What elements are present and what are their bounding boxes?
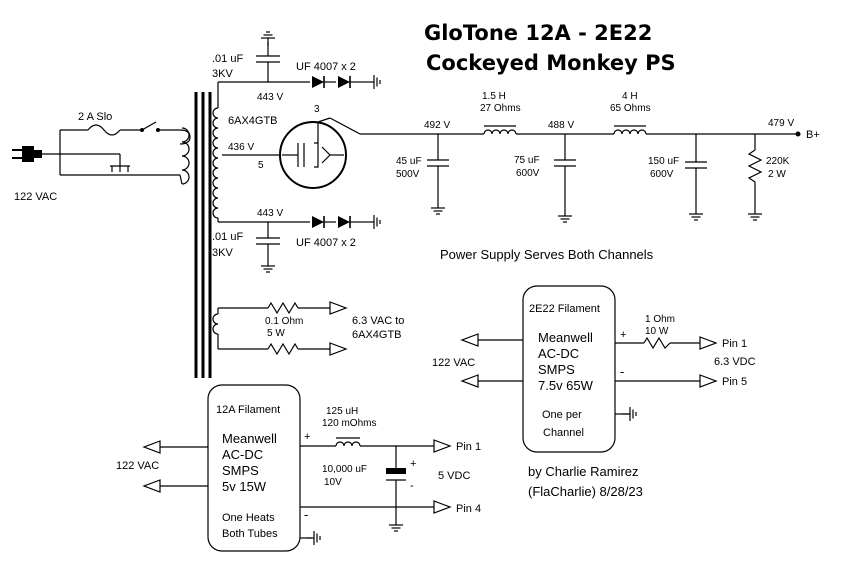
psu-2e22-line2: AC-DC xyxy=(538,346,579,361)
psu-2e22-note2: Channel xyxy=(543,427,584,439)
credit-line1: by Charlie Ramirez xyxy=(528,464,639,479)
voltage-top-label: 443 V xyxy=(257,92,283,103)
choke1-res: 27 Ohms xyxy=(480,103,521,114)
cap-top-value: .01 uF xyxy=(212,53,243,65)
psu-2e22-minus: - xyxy=(620,364,624,379)
psu-12a-pin-b: Pin 4 xyxy=(456,503,481,515)
cap2-voltage: 600V xyxy=(516,168,540,179)
psu-12a-line1: Meanwell xyxy=(222,431,277,446)
psu-2e22-res-watt: 10 W xyxy=(645,326,669,337)
tube-label: 6AX4GTB xyxy=(228,115,278,127)
psu-12a-cap-plus: + xyxy=(410,458,416,470)
psu-12a-cap-icon xyxy=(386,468,406,474)
psu-12a-input: 122 VAC xyxy=(116,460,159,472)
pin3-label: 3 xyxy=(314,104,320,115)
mains-voltage-label: 122 VAC xyxy=(14,191,57,203)
choke1-icon xyxy=(483,129,517,135)
psu-2e22-out: 6.3 VDC xyxy=(714,356,756,368)
psu-12a-out: 5 VDC xyxy=(438,470,470,482)
psu-2e22-input: 122 VAC xyxy=(432,357,475,369)
cap3-voltage: 600V xyxy=(650,169,674,180)
psu-2e22-res-value: 1 Ohm xyxy=(645,314,675,325)
cap-bottom-voltage: 3KV xyxy=(212,247,233,259)
psu-12a-ind-res: 120 mOhms xyxy=(322,418,376,429)
cap-top-voltage: 3KV xyxy=(212,68,233,80)
hv-secondary-winding-icon xyxy=(212,107,219,219)
psu-2e22-title: 2E22 Filament xyxy=(529,303,600,315)
heater-res-watt: 5 W xyxy=(267,328,285,339)
choke2-res: 65 Ohms xyxy=(610,103,651,114)
primary-winding-icon xyxy=(181,127,190,185)
v3-label: 479 V xyxy=(768,118,794,129)
psu-12a-cap-value: 10,000 uF xyxy=(322,464,367,475)
title-line-1: GloTone 12A - 2E22 xyxy=(424,21,652,45)
cap1-value: 45 uF xyxy=(396,156,422,167)
psu-2e22-pin-b: Pin 5 xyxy=(722,376,747,388)
cap1-voltage: 500V xyxy=(396,169,420,180)
psu-12a-box xyxy=(207,384,301,552)
psu-12a-line2: AC-DC xyxy=(222,447,263,462)
heater-out-line2: 6AX4GTB xyxy=(352,329,402,341)
psu-12a-minus: - xyxy=(304,507,308,522)
diode-bottom-label: UF 4007 x 2 xyxy=(296,237,356,249)
heater-winding-icon xyxy=(212,313,219,335)
psu-2e22-plus: + xyxy=(620,329,626,341)
psu-2e22-line3: SMPS xyxy=(538,362,575,377)
credit-line2: (FlaCharlie) 8/28/23 xyxy=(528,484,643,499)
heater-res-top-icon xyxy=(267,301,299,315)
transformer-core-icon xyxy=(194,92,212,378)
cap2-value: 75 uF xyxy=(514,155,540,166)
psu-2e22-line1: Meanwell xyxy=(538,330,593,345)
diode-top-icon xyxy=(311,75,325,89)
psu-12a-title: 12A Filament xyxy=(216,404,280,416)
psu-12a-plus: + xyxy=(304,431,310,443)
v1-label: 492 V xyxy=(424,120,450,131)
diode-bottom-icon xyxy=(311,215,325,229)
psu-12a-ind-value: 125 uH xyxy=(326,406,358,417)
pin5-label: 5 xyxy=(258,160,264,171)
psu-12a-line4: 5v 15W xyxy=(222,479,267,494)
heater-res-bottom-icon xyxy=(267,342,299,356)
psu-12a-note2: Both Tubes xyxy=(222,528,278,540)
bleeder-value: 220K xyxy=(766,156,790,167)
voltage-center-label: 436 V xyxy=(228,142,254,153)
cap3-value: 150 uF xyxy=(648,156,679,167)
v2-label: 488 V xyxy=(548,120,574,131)
rectifier-tube-icon xyxy=(279,121,347,189)
psu-2e22-pin-a: Pin 1 xyxy=(722,338,747,350)
choke2-icon xyxy=(613,129,647,135)
fuse-icon xyxy=(87,124,121,136)
choke1-value: 1.5 H xyxy=(482,91,506,102)
bplus-node-icon xyxy=(795,131,801,137)
bleeder-resistor-icon xyxy=(747,149,763,183)
bplus-label: B+ xyxy=(806,129,820,141)
serves-note: Power Supply Serves Both Channels xyxy=(440,247,654,262)
psu-2e22-box xyxy=(522,285,616,453)
title-line-2: Cockeyed Monkey PS xyxy=(426,51,676,75)
psu-12a-inductor-icon xyxy=(335,441,361,447)
psu-12a-cap-minus: - xyxy=(410,480,414,492)
psu-12a-pin-a: Pin 1 xyxy=(456,441,481,453)
choke2-value: 4 H xyxy=(622,91,638,102)
mains-plug-icon xyxy=(12,146,42,162)
psu-12a-line3: SMPS xyxy=(222,463,259,478)
diode-top-label: UF 4007 x 2 xyxy=(296,61,356,73)
psu-2e22-note1: One per xyxy=(542,409,582,421)
psu-12a-cap-voltage: 10V xyxy=(324,477,342,488)
heater-res-value: 0.1 Ohm xyxy=(265,316,303,327)
bleeder-watt: 2 W xyxy=(768,169,786,180)
cap-bottom-value: .01 uF xyxy=(212,231,243,243)
psu-2e22-line4: 7.5v 65W xyxy=(538,378,594,393)
psu-12a-note1: One Heats xyxy=(222,512,275,524)
fuse-label: 2 A Slo xyxy=(78,111,112,123)
heater-out-line1: 6.3 VAC to xyxy=(352,315,404,327)
psu-2e22-res-icon xyxy=(643,336,671,350)
voltage-bottom-label: 443 V xyxy=(257,208,283,219)
